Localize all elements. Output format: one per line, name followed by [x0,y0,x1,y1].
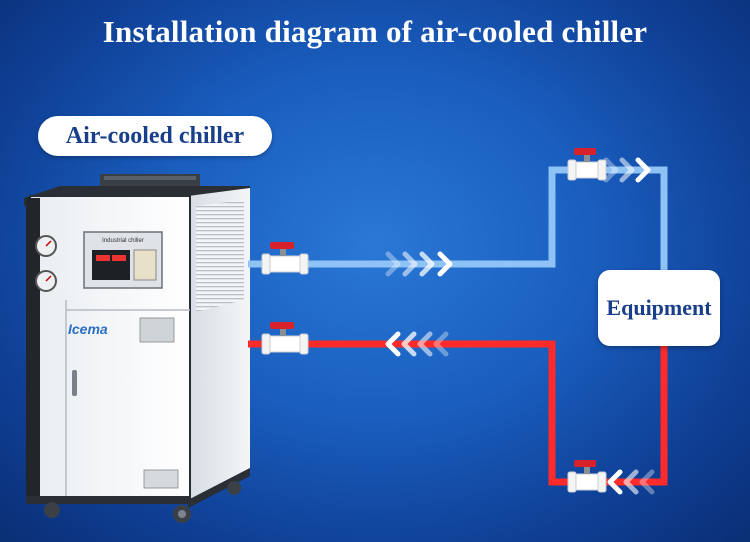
valve-return-inlet-icon [261,322,309,355]
diagram-title: Installation diagram of air-cooled chill… [102,14,648,49]
return-flow-arrows-main [385,331,449,357]
chevron-left-icon [433,331,449,357]
chiller-unit: Industrial chiller Icema [24,174,250,523]
valve-return-bottom-icon [567,460,607,493]
chevron-left-icon [623,469,639,495]
chevron-right-icon [635,157,651,183]
chevron-left-icon [607,469,623,495]
chevron-right-icon [385,251,401,277]
supply-pipe [248,166,668,272]
controller-display [92,250,130,280]
chiller-left-frame [26,198,40,500]
chevron-right-icon [619,157,635,183]
equipment-box: Equipment [598,270,720,346]
supply-flow-arrows-main [385,251,453,277]
chevron-left-icon [417,331,433,357]
door-handle [72,370,77,396]
condenser-grille [196,200,244,312]
control-panel-label: Industrial chiller [102,238,144,244]
wheel-icon [44,502,60,518]
valve-supply-top-icon [567,148,607,181]
nameplate [139,317,175,343]
wheel-icon [227,481,241,495]
chiller-label: Air-cooled chiller [38,116,272,156]
valve-supply-outlet-icon [261,242,309,275]
chevron-right-icon [419,251,435,277]
return-pipe [248,340,668,486]
return-flow-arrows-bottom [607,469,655,495]
chevron-right-icon [603,157,619,183]
chevron-left-icon [385,331,401,357]
chiller-base [26,496,190,504]
chevron-left-icon [639,469,655,495]
supply-flow-arrows-top [603,157,651,183]
brand-logo: Icema [68,321,108,337]
chevron-right-icon [402,251,418,277]
chevron-right-icon [437,251,453,277]
chevron-left-icon [401,331,417,357]
